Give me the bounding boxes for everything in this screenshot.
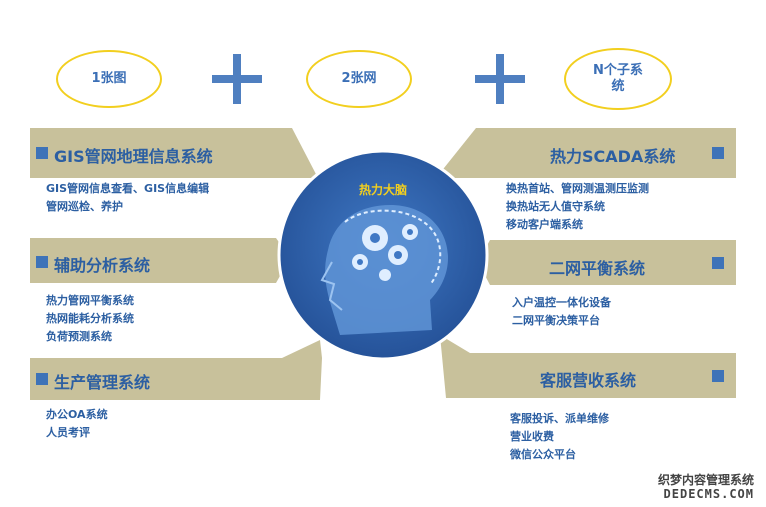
band-left-bottom xyxy=(30,340,322,400)
band-left-mid xyxy=(30,238,290,283)
left-top-items: GIS管网信息查看、GIS信息编辑 管网巡检、养护 xyxy=(46,180,209,216)
list-item: 管网巡检、养护 xyxy=(46,200,123,213)
left-mid-title: 辅助分析系统 xyxy=(54,256,151,275)
list-item: 人员考评 xyxy=(46,426,90,439)
list-item: 客服投诉、派单维修 xyxy=(510,412,609,425)
oval-2-label: 2张网 xyxy=(341,71,377,86)
oval-1-label: 1张图 xyxy=(91,71,127,86)
plus-icon-1-horizontal xyxy=(212,75,262,83)
right-top-title: 热力SCADA系统 xyxy=(550,147,676,166)
left-mid-square-icon xyxy=(36,256,48,268)
center-label: 热力大脑 xyxy=(358,183,407,197)
oval-1-map: 1张图 xyxy=(56,50,162,108)
right-mid-items: 入户温控一体化设备 二网平衡决策平台 xyxy=(512,294,611,330)
band-right-mid xyxy=(478,240,736,285)
right-bottom-title: 客服营收系统 xyxy=(540,371,637,390)
face-profile-line xyxy=(320,261,343,311)
list-item: 换热站无人值守系统 xyxy=(506,200,605,213)
oval-3-label-line1: N个子系 xyxy=(593,63,643,78)
watermark-line1: 织梦内容管理系统 xyxy=(657,473,754,487)
right-mid-square-icon xyxy=(712,257,724,269)
list-item: 营业收费 xyxy=(510,430,554,443)
watermark-line2: DEDECMS.COM xyxy=(663,487,754,501)
oval-3-label-line2: 统 xyxy=(611,79,625,94)
left-top-title: GIS管网地理信息系统 xyxy=(54,147,213,166)
right-top-items: 换热首站、管网测温测压监测 换热站无人值守系统 移动客户端系统 xyxy=(506,180,649,234)
watermark: 织梦内容管理系统 DEDECMS.COM xyxy=(658,473,754,501)
right-bottom-items: 客服投诉、派单维修 营业收费 微信公众平台 xyxy=(510,410,609,464)
right-mid-title: 二网平衡系统 xyxy=(549,259,646,278)
band-left-top xyxy=(30,128,318,178)
oval-2-network: 2张网 xyxy=(306,50,412,108)
list-item: GIS管网信息查看、GIS信息编辑 xyxy=(46,182,210,195)
list-item: 微信公众平台 xyxy=(510,448,576,461)
band-right-bottom xyxy=(440,335,736,398)
list-item: 移动客户端系统 xyxy=(506,218,583,231)
list-item: 换热首站、管网测温测压监测 xyxy=(506,182,649,195)
left-bottom-items: 办公OA系统 人员考评 xyxy=(46,406,108,442)
list-item: 负荷预测系统 xyxy=(46,330,112,343)
left-mid-items: 热力管网平衡系统 热网能耗分析系统 负荷预测系统 xyxy=(46,292,134,346)
list-item: 热网能耗分析系统 xyxy=(46,312,134,325)
left-bottom-square-icon xyxy=(36,373,48,385)
band-right-top xyxy=(436,128,736,178)
right-bottom-square-icon xyxy=(712,370,724,382)
left-bottom-title: 生产管理系统 xyxy=(54,373,151,392)
list-item: 办公OA系统 xyxy=(46,408,108,421)
oval-3-subsystems: N个子系 统 xyxy=(564,48,672,110)
list-item: 入户温控一体化设备 xyxy=(512,296,611,309)
left-top-square-icon xyxy=(36,147,48,159)
plus-icon-2-horizontal xyxy=(475,75,525,83)
right-top-square-icon xyxy=(712,147,724,159)
brain-outline xyxy=(344,209,442,286)
list-item: 二网平衡决策平台 xyxy=(512,314,600,327)
list-item: 热力管网平衡系统 xyxy=(46,294,134,307)
